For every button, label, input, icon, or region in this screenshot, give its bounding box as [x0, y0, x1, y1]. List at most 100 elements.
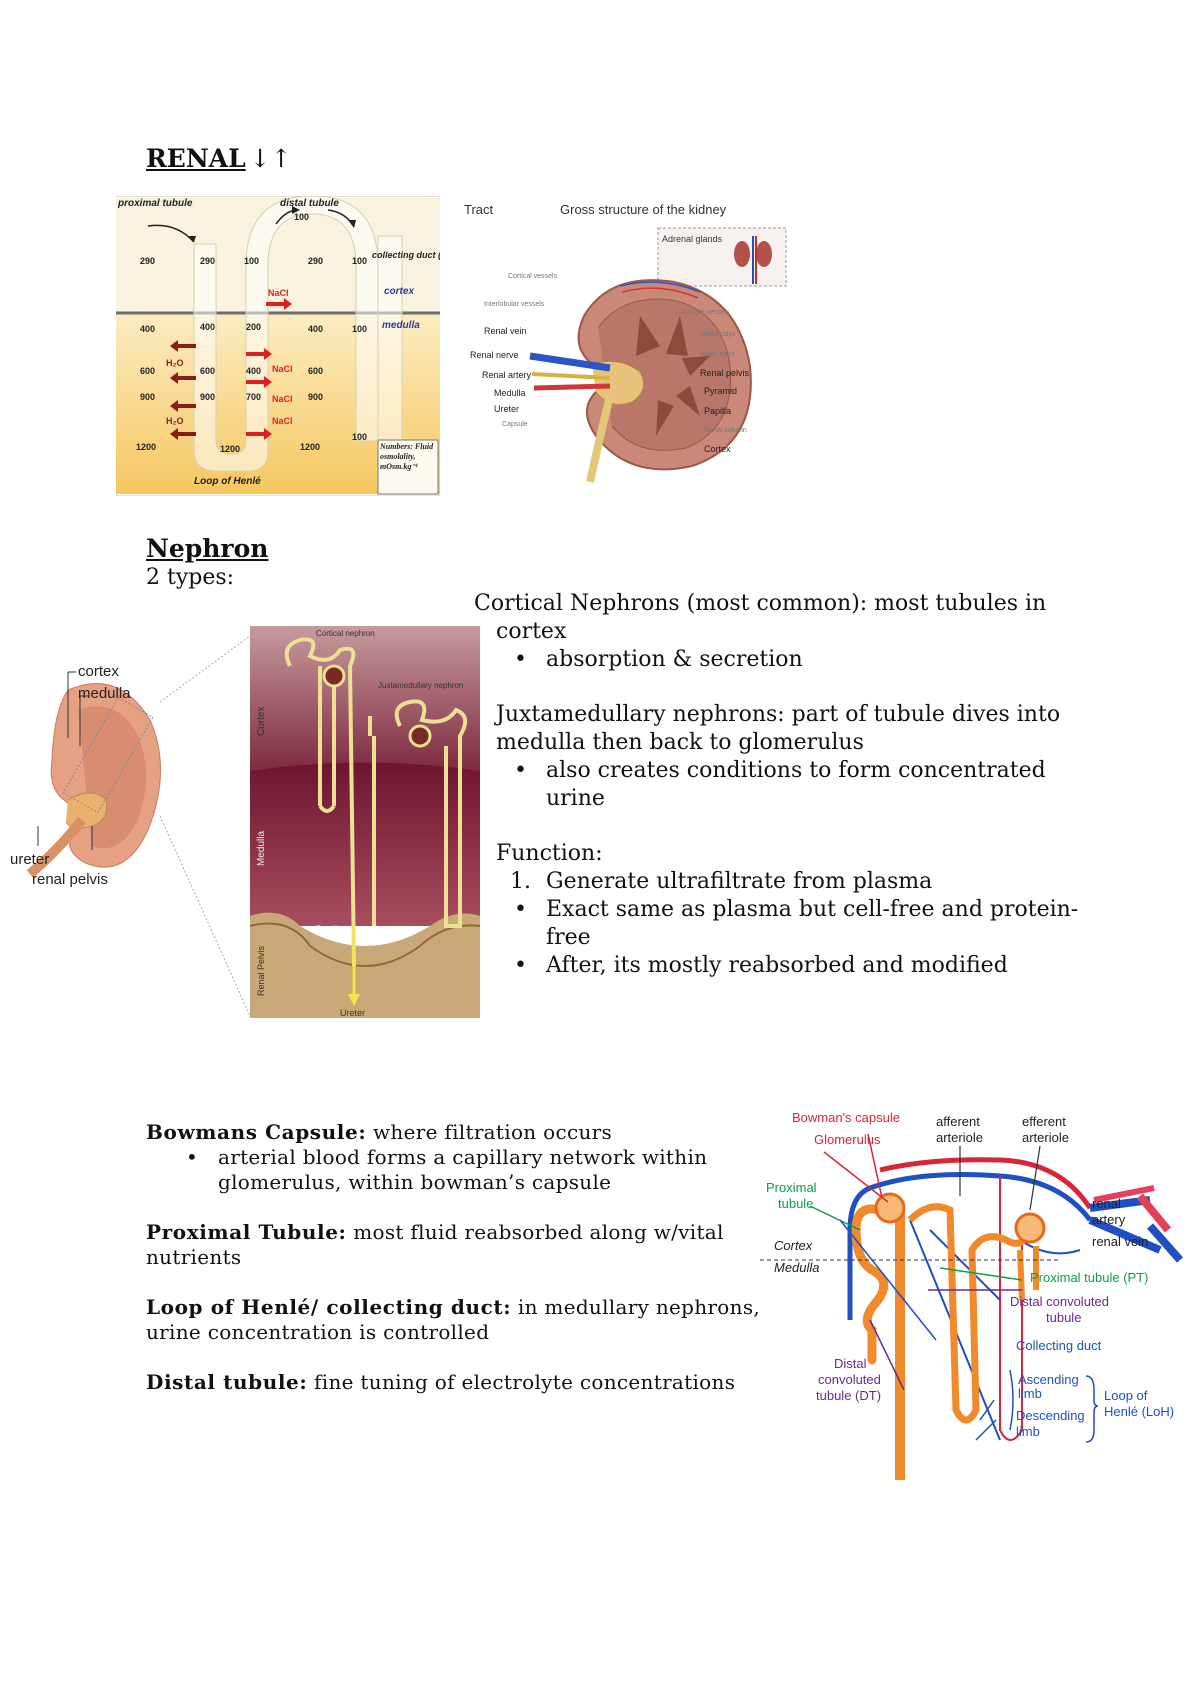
function-item-1-text: Generate ultrafiltrate from plasma	[546, 869, 932, 894]
osm-value: 400	[308, 324, 323, 334]
loop-diagram: proximal tubule distal tubule collecting…	[116, 196, 440, 496]
dct-label-2: tubule	[1046, 1310, 1081, 1325]
osm-value: 400	[140, 324, 155, 334]
gross-label: Minor calyx	[700, 331, 736, 338]
proximal-tubule-label: proximal tubule	[117, 198, 193, 209]
osm-value: 290	[140, 256, 155, 266]
afferent-label-2: arteriole	[936, 1130, 983, 1145]
function-bullet-1: Exact same as plasma but cell-free and p…	[496, 896, 1094, 952]
osm-value: 900	[200, 392, 215, 402]
bowman-bullet-line2: glomerulus, within bowman’s capsule	[218, 1170, 611, 1194]
gross-kidney-figure: Tract Gross structure of the kidney Adre…	[460, 196, 800, 486]
distal-def: fine tuning of electrolyte concentration…	[314, 1370, 735, 1394]
cortical-heading-cont: cortex	[474, 618, 1094, 646]
papilla-label: Papilla	[316, 924, 343, 934]
gross-label: Capsule	[502, 421, 528, 428]
osm-value: 200	[246, 322, 261, 332]
cortical-bullet: absorption & secretion	[496, 646, 1094, 674]
numbers-note: Numbers: Fluid osmolality, mOsm.kg⁻¹	[380, 442, 438, 472]
bowman-list: arterial blood forms a capillary network…	[168, 1145, 766, 1195]
osm-value: 600	[140, 366, 155, 376]
h2o-label: H₂O	[166, 358, 184, 368]
gross-label: Medulla	[494, 388, 526, 398]
osm-value: 400	[200, 322, 215, 332]
juxta-nephron-label: Juxtamedullary nephron	[378, 681, 463, 690]
ureter-label: ureter	[10, 851, 49, 868]
gross-label: Renal column	[704, 427, 747, 434]
osm-value: 100	[352, 324, 367, 334]
osm-value: 100	[352, 432, 367, 442]
bowman-line: Bowmans Capsule: where filtration occurs	[146, 1120, 766, 1145]
osm-value: 400	[246, 366, 261, 376]
juxta-list: also creates conditions to form concentr…	[496, 757, 1094, 813]
function-bullet-1-line2: free	[546, 925, 591, 950]
terms-section: Bowmans Capsule: where filtration occurs…	[146, 1120, 766, 1395]
dct-label: Distal convoluted	[1010, 1294, 1109, 1309]
collecting-duct-label: Collecting duct	[1016, 1338, 1102, 1353]
juxta-bullet: also creates conditions to form concentr…	[496, 757, 1094, 813]
juxta-bullet-line1: also creates conditions to form concentr…	[546, 758, 1046, 783]
proximal-def: most fluid reabsorbed along w/vital	[353, 1220, 724, 1244]
gross-label: Ureter	[494, 404, 519, 414]
bowman-bullet-line1: arterial blood forms a capillary network…	[218, 1145, 707, 1169]
proximal-def-cont: nutrients	[146, 1245, 766, 1270]
osm-value: 1200	[136, 442, 156, 452]
loh-label: Loop of	[1104, 1388, 1148, 1403]
pt-label: Proximal tubule (PT)	[1030, 1270, 1148, 1285]
detailed-nephron-figure: Bowman's capsule Glomerulus afferent art…	[760, 1100, 1196, 1480]
distal-label-2: convoluted	[818, 1372, 881, 1387]
osm-value: 900	[308, 392, 323, 402]
distal-line: Distal tubule: fine tuning of electrolyt…	[146, 1370, 766, 1395]
gross-label: Arcuate vessels	[680, 309, 730, 316]
small-kidney-figure: cortex medulla ureter renal pelvis	[8, 650, 168, 890]
nacl-label: NaCl	[272, 416, 293, 426]
adrenal-label: Adrenal glands	[662, 234, 723, 244]
proximal-label: Proximal	[766, 1180, 817, 1195]
bowmans-capsule-label: Bowman's capsule	[792, 1110, 900, 1125]
osm-value: 1200	[220, 444, 240, 454]
proximal-term: Proximal Tubule:	[146, 1220, 347, 1244]
medulla-label: medulla	[78, 685, 131, 702]
ascending-label-2: limb	[1018, 1386, 1042, 1401]
gross-title: Gross structure of the kidney	[560, 202, 727, 217]
loop-of-henle-label: Loop of Henlé	[194, 476, 261, 487]
afferent-label: afferent	[936, 1114, 980, 1129]
tract-label: Tract	[464, 202, 494, 217]
cortical-list: absorption & secretion	[496, 646, 1094, 674]
descending-label: Descending	[1016, 1408, 1085, 1423]
juxta-bullet-line2: urine	[546, 786, 605, 811]
descending-label-2: limb	[1016, 1424, 1040, 1439]
gross-label: Pyramid	[704, 386, 737, 396]
nacl-label: NaCl	[268, 288, 289, 298]
collecting-duct-label: collecting duct (CD)	[372, 250, 440, 260]
gross-label: Major calyx	[700, 351, 736, 358]
renal-title: RENAL	[146, 144, 246, 173]
distal-tubule-label: distal tubule	[280, 198, 339, 209]
function-number: 1.	[510, 868, 531, 896]
cortex-label: Cortex	[774, 1238, 813, 1253]
loop-line: Loop of Henlé/ collecting duct: in medul…	[146, 1295, 766, 1320]
loop-def: in medullary nephrons,	[518, 1295, 760, 1319]
bowman-def: where filtration occurs	[373, 1120, 612, 1144]
function-bullet-1-line1: Exact same as plasma but cell-free and p…	[546, 897, 1078, 922]
gross-label: Cortex	[704, 444, 731, 454]
gross-kidney-diagram: Tract Gross structure of the kidney Adre…	[460, 196, 800, 486]
detailed-nephron-diagram: Bowman's capsule Glomerulus afferent art…	[760, 1100, 1196, 1480]
loop-of-henle-figure: proximal tubule distal tubule collecting…	[116, 196, 440, 496]
osm-value: 100	[294, 212, 309, 222]
distal-label: Distal	[834, 1356, 867, 1371]
distal-label-3: tubule (DT)	[816, 1388, 881, 1403]
small-kidney-diagram: cortex medulla ureter renal pelvis	[8, 650, 168, 890]
renal-heading: RENAL↓↑	[146, 144, 292, 173]
nephron-types: 2 types:	[146, 564, 234, 592]
function-heading: Function:	[474, 840, 1094, 868]
zoom-lines	[160, 626, 260, 1018]
osm-value: 600	[200, 366, 215, 376]
function-bullet-2: After, its mostly reabsorbed and modifie…	[496, 952, 1094, 980]
loop-def-cont: urine concentration is controlled	[146, 1320, 766, 1345]
cortex-label: cortex	[78, 663, 119, 680]
bowman-bullet: arterial blood forms a capillary network…	[168, 1145, 766, 1195]
cortical-nephron-label: Cortical nephron	[316, 629, 375, 638]
proximal-line: Proximal Tubule: most fluid reabsorbed a…	[146, 1220, 766, 1245]
cortical-heading: Cortical Nephrons (most common): most tu…	[474, 590, 1094, 618]
